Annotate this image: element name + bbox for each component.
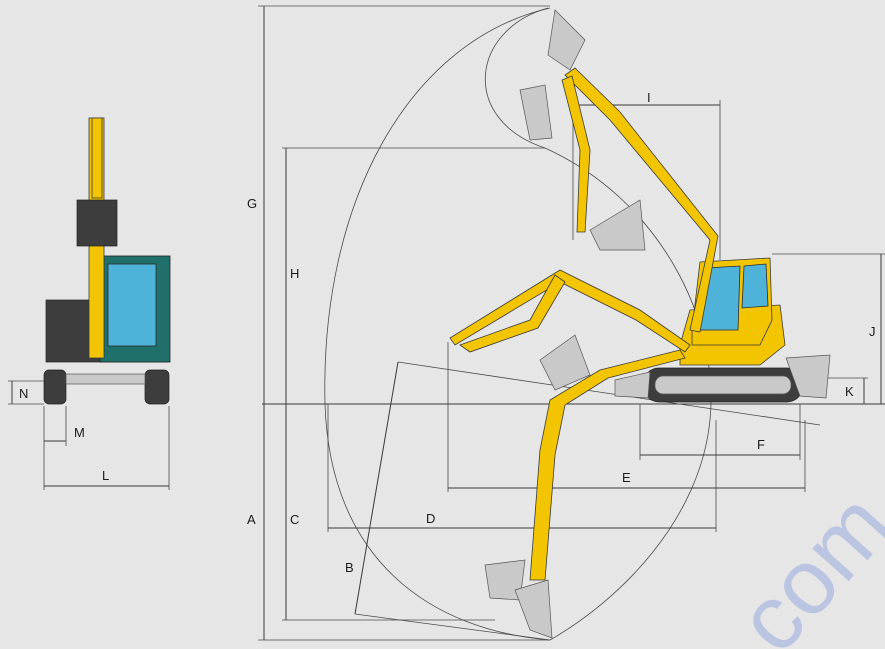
bucket-top-curled — [519, 84, 553, 141]
arm-raised — [561, 75, 591, 233]
label-j: J — [869, 324, 876, 339]
side-view: G H A C B D E F I — [247, 5, 885, 641]
front-right-track — [144, 369, 170, 405]
label-i: I — [647, 90, 651, 105]
label-h: H — [290, 266, 299, 281]
label-a: A — [247, 512, 256, 527]
label-m: M — [74, 425, 85, 440]
label-b: B — [345, 560, 354, 575]
envelope-outer — [324, 7, 551, 641]
boom-raised — [564, 67, 719, 333]
side-track-frame — [654, 375, 792, 395]
side-dozer-blade — [785, 354, 831, 399]
bucket-top — [547, 9, 586, 71]
dim-line-b — [354, 361, 399, 615]
bucket-bottom-b — [514, 579, 553, 639]
front-bucket — [76, 199, 118, 247]
envelope-top — [484, 7, 549, 149]
front-undercarriage — [65, 373, 146, 385]
front-left-track — [43, 369, 67, 405]
front-cab-window — [107, 263, 157, 347]
label-c: C — [290, 512, 299, 527]
label-k: K — [845, 384, 854, 399]
label-f: F — [757, 437, 765, 452]
bucket-mid — [589, 199, 646, 251]
side-rear-blade — [614, 371, 651, 399]
bucket-ground — [539, 334, 591, 391]
label-e: E — [622, 470, 631, 485]
label-d: D — [426, 511, 435, 526]
label-n: N — [19, 386, 28, 401]
label-l: L — [102, 468, 109, 483]
side-excavator — [449, 9, 831, 639]
front-arm — [91, 117, 103, 199]
watermark-text: com — [718, 474, 885, 649]
boom-extended — [449, 269, 691, 353]
label-g: G — [247, 196, 257, 211]
arm-extended — [459, 274, 566, 353]
boom-digging — [529, 349, 686, 581]
front-view: N M L — [8, 117, 171, 490]
side-cab-window-side — [741, 263, 769, 309]
